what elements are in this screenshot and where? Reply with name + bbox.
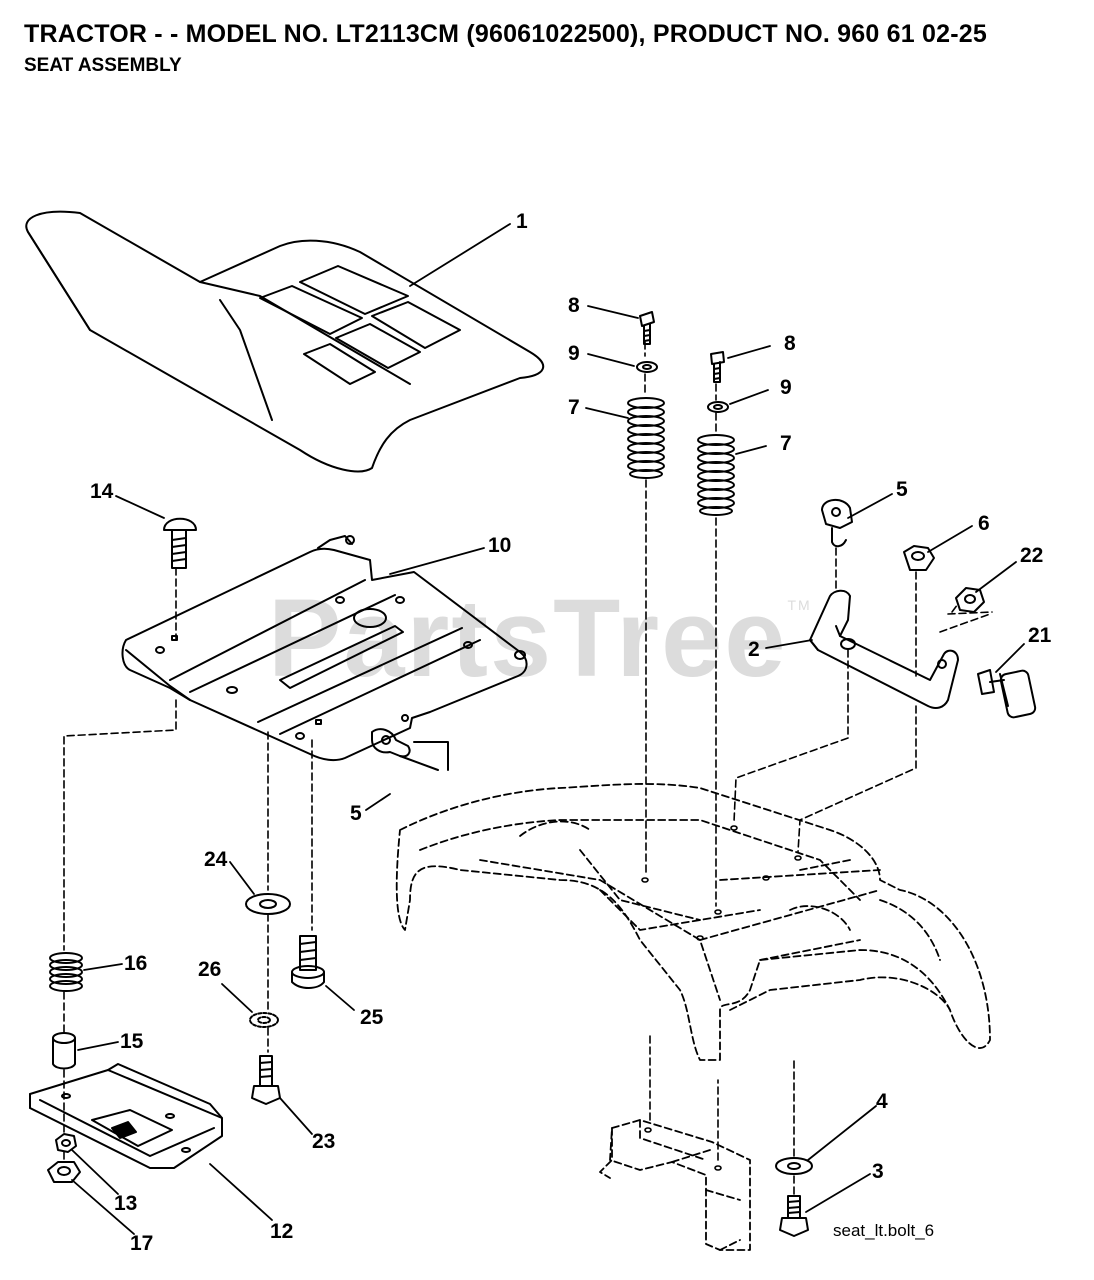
seat-spring-left[interactable] xyxy=(627,397,665,479)
spring-clip-upper-part[interactable] xyxy=(821,499,853,548)
tractor-fender-frame xyxy=(395,783,991,1061)
spacer-15-part[interactable] xyxy=(52,1032,76,1070)
adjustment-plate-12-part[interactable] xyxy=(29,1063,223,1169)
callout-9b: 9 xyxy=(780,376,792,399)
frame-lower-bracket xyxy=(599,1119,751,1251)
page-title: TRACTOR - - MODEL NO. LT2113CM (96061022… xyxy=(24,20,987,48)
callout-24: 24 xyxy=(204,848,228,871)
callout-7a: 7 xyxy=(568,396,580,419)
callout-2: 2 xyxy=(748,638,760,661)
frame-mount-holes xyxy=(641,825,802,941)
seat-spring-right[interactable] xyxy=(697,434,735,516)
callout-leader-lines xyxy=(71,223,1025,1235)
seat-part[interactable] xyxy=(25,210,545,473)
callout-12: 12 xyxy=(270,1220,293,1243)
callout-26: 26 xyxy=(198,958,221,981)
seat-bracket-part[interactable] xyxy=(809,589,959,709)
lock-washer-26-part[interactable] xyxy=(249,1012,279,1028)
callout-23: 23 xyxy=(312,1130,335,1153)
spring-clip-lower-part[interactable] xyxy=(371,728,449,771)
shoulder-screw-25-part[interactable] xyxy=(291,935,325,989)
callout-16: 16 xyxy=(124,952,147,975)
washer-17-part[interactable] xyxy=(47,1161,81,1183)
trademark-mark: TM xyxy=(787,597,812,613)
nut-13-part[interactable] xyxy=(55,1133,77,1153)
partstree-watermark: PartsTreeTM xyxy=(268,575,812,702)
callout-numbers: 1 8 9 7 8 9 7 10 14 5 6 22 2 21 5 24 16 … xyxy=(90,210,1052,1255)
lower-bracket-holes xyxy=(644,1127,722,1171)
lock-nut-part[interactable] xyxy=(903,545,935,571)
callout-10: 10 xyxy=(488,534,511,557)
callout-8a: 8 xyxy=(568,294,580,317)
callout-9a: 9 xyxy=(568,342,580,365)
callout-4: 4 xyxy=(876,1090,888,1113)
callout-8b: 8 xyxy=(784,332,796,355)
callout-5a: 5 xyxy=(896,478,908,501)
callout-1: 1 xyxy=(516,210,528,233)
shoulder-bolt-part[interactable] xyxy=(977,669,1037,719)
callout-3: 3 xyxy=(872,1160,884,1183)
watermark-text: PartsTree xyxy=(268,577,788,700)
callout-21: 21 xyxy=(1028,624,1052,647)
flange-nut-part[interactable] xyxy=(955,587,985,613)
compression-spring-16-part[interactable] xyxy=(49,952,83,992)
hex-bolt-part[interactable] xyxy=(779,1195,809,1237)
hex-bolt-23-part[interactable] xyxy=(251,1055,281,1105)
carriage-bolt-part[interactable] xyxy=(163,517,197,569)
callout-7b: 7 xyxy=(780,432,792,455)
page-subtitle: SEAT ASSEMBLY xyxy=(24,55,182,76)
callout-6: 6 xyxy=(978,512,990,535)
flat-washer-part[interactable] xyxy=(775,1157,813,1175)
callout-14: 14 xyxy=(90,480,114,503)
drawing-code: seat_lt.bolt_6 xyxy=(833,1221,935,1240)
callout-13: 13 xyxy=(114,1192,137,1215)
callout-25: 25 xyxy=(360,1006,384,1029)
callout-22: 22 xyxy=(1020,544,1043,567)
bolt-and-washer-left[interactable] xyxy=(636,311,658,373)
seat-pan-part[interactable] xyxy=(121,535,528,762)
flat-washer-24-part[interactable] xyxy=(245,893,291,915)
callout-15: 15 xyxy=(120,1030,144,1053)
assembly-guide-lines xyxy=(63,341,993,1195)
bolt-and-washer-right[interactable] xyxy=(707,351,729,413)
callout-5b: 5 xyxy=(350,802,362,825)
callout-17: 17 xyxy=(130,1232,153,1255)
